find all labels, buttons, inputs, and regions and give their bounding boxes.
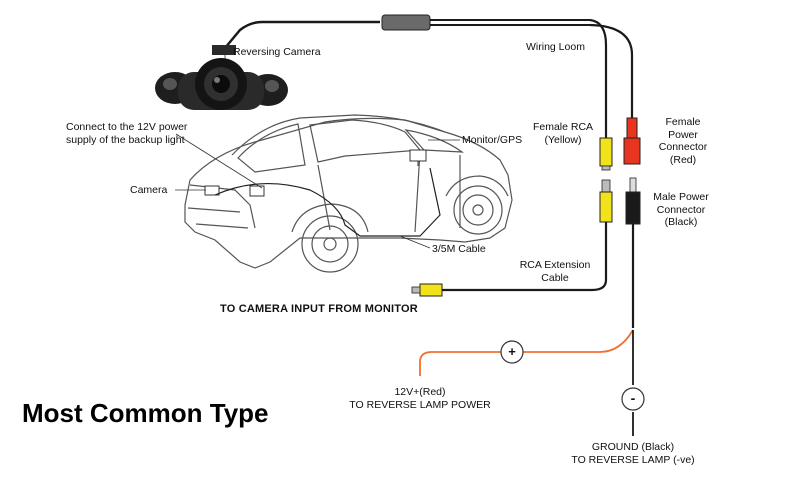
loom-junction [381,14,431,31]
internal-cable [214,167,441,237]
pointer-lines [175,52,460,249]
male-power-connector [625,177,641,225]
label-male-power: Male Power Connector (Black) [653,191,709,228]
plus-sign: + [508,344,516,359]
label-camera: Camera [130,184,168,196]
label-monitor-gps: Monitor/GPS [462,134,523,146]
label-camera-input: TO CAMERA INPUT FROM MONITOR [220,303,418,315]
male-rca-connector [599,179,613,223]
backup-camera-icon [155,45,288,110]
car-illustration [184,114,513,273]
car-rear-camera [204,185,220,196]
label-rca-extension: RCA Extension Cable [519,259,591,284]
rca-plug-to-monitor [411,283,443,297]
monitor-icon [409,149,427,166]
minus-circle-icon [621,387,645,411]
label-ground-line: GROUND (Black) TO REVERSE LAMP (-ve) [571,441,695,466]
rca-extension-cable [440,222,608,292]
diagram-title: Most Common Type [22,398,269,428]
minus-sign: - [630,390,636,406]
label-power-note: Connect to the 12V power supply of the b… [66,121,188,146]
label-female-power: Female Power Connector (Red) [658,116,708,166]
female-power-connector [623,117,641,165]
plus-circle-icon [500,340,524,364]
car-backup-light [249,185,265,197]
label-female-rca: Female RCA (Yellow) [532,121,594,146]
label-power-line: 12V+(Red) TO REVERSE LAMP POWER [349,386,491,411]
wiring-loom-cable [224,20,380,49]
female-rca-connector [599,137,613,171]
red-power-wire [419,329,634,376]
label-reversing-camera: Reversing Camera [233,46,321,58]
label-wiring-loom: Wiring Loom [526,41,585,53]
label-cable: 3/5M Cable [432,243,486,255]
